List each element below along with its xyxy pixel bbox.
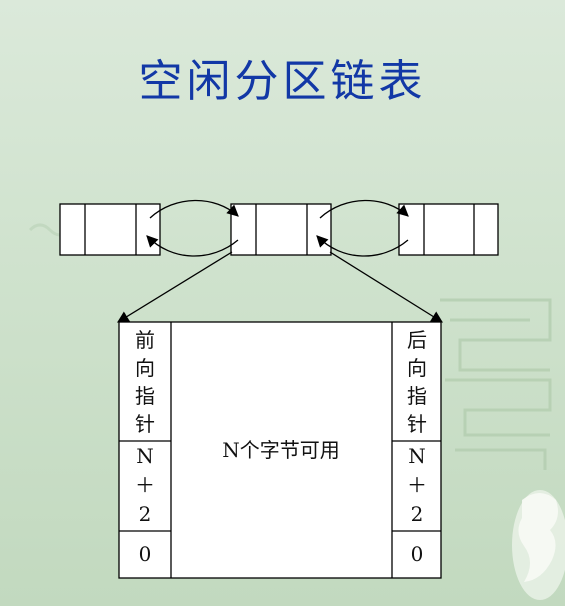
backward-pointer-arrow-2	[316, 235, 409, 257]
backward-pointer-char-1: 后	[407, 328, 427, 352]
left-size-char-2: ＋	[135, 473, 155, 497]
left-size-char-3: 2	[139, 502, 152, 526]
right-size-label: N ＋ 2	[407, 444, 427, 526]
left-flag-value: 0	[139, 542, 152, 566]
forward-pointer-arrow-1	[149, 199, 239, 219]
right-size-char-1: N	[408, 444, 426, 468]
forward-pointer-char-3: 指	[135, 384, 155, 408]
list-node-3	[398, 203, 499, 256]
partition-block	[118, 321, 442, 579]
forward-pointer-char-1: 前	[135, 328, 155, 352]
right-size-char-3: 2	[411, 502, 424, 526]
forward-pointer-char-2: 向	[135, 356, 155, 380]
right-size-char-2: ＋	[407, 473, 427, 497]
available-bytes-label: N个字节可用	[222, 438, 340, 462]
right-flag-value: 0	[411, 542, 424, 566]
backward-pointer-char-2: 向	[407, 356, 427, 380]
list-node-2	[230, 203, 332, 256]
left-size-label: N ＋ 2	[135, 444, 155, 526]
backward-pointer-char-3: 指	[407, 384, 427, 408]
forward-pointer-arrow-2	[319, 199, 409, 219]
expand-line-left	[117, 251, 233, 323]
dragon-emblem-icon	[512, 490, 565, 600]
forward-pointer-char-4: 针	[135, 412, 155, 436]
page-title: 空闲分区链表	[138, 56, 427, 107]
expand-line-right	[329, 251, 443, 323]
backward-pointer-label: 后 向 指 针	[407, 328, 427, 436]
left-size-char-1: N	[136, 444, 154, 468]
backward-pointer-arrow-1	[146, 235, 239, 257]
list-node-1	[59, 203, 161, 256]
forward-pointer-label: 前 向 指 针	[135, 328, 155, 436]
backward-pointer-char-4: 针	[407, 412, 427, 436]
